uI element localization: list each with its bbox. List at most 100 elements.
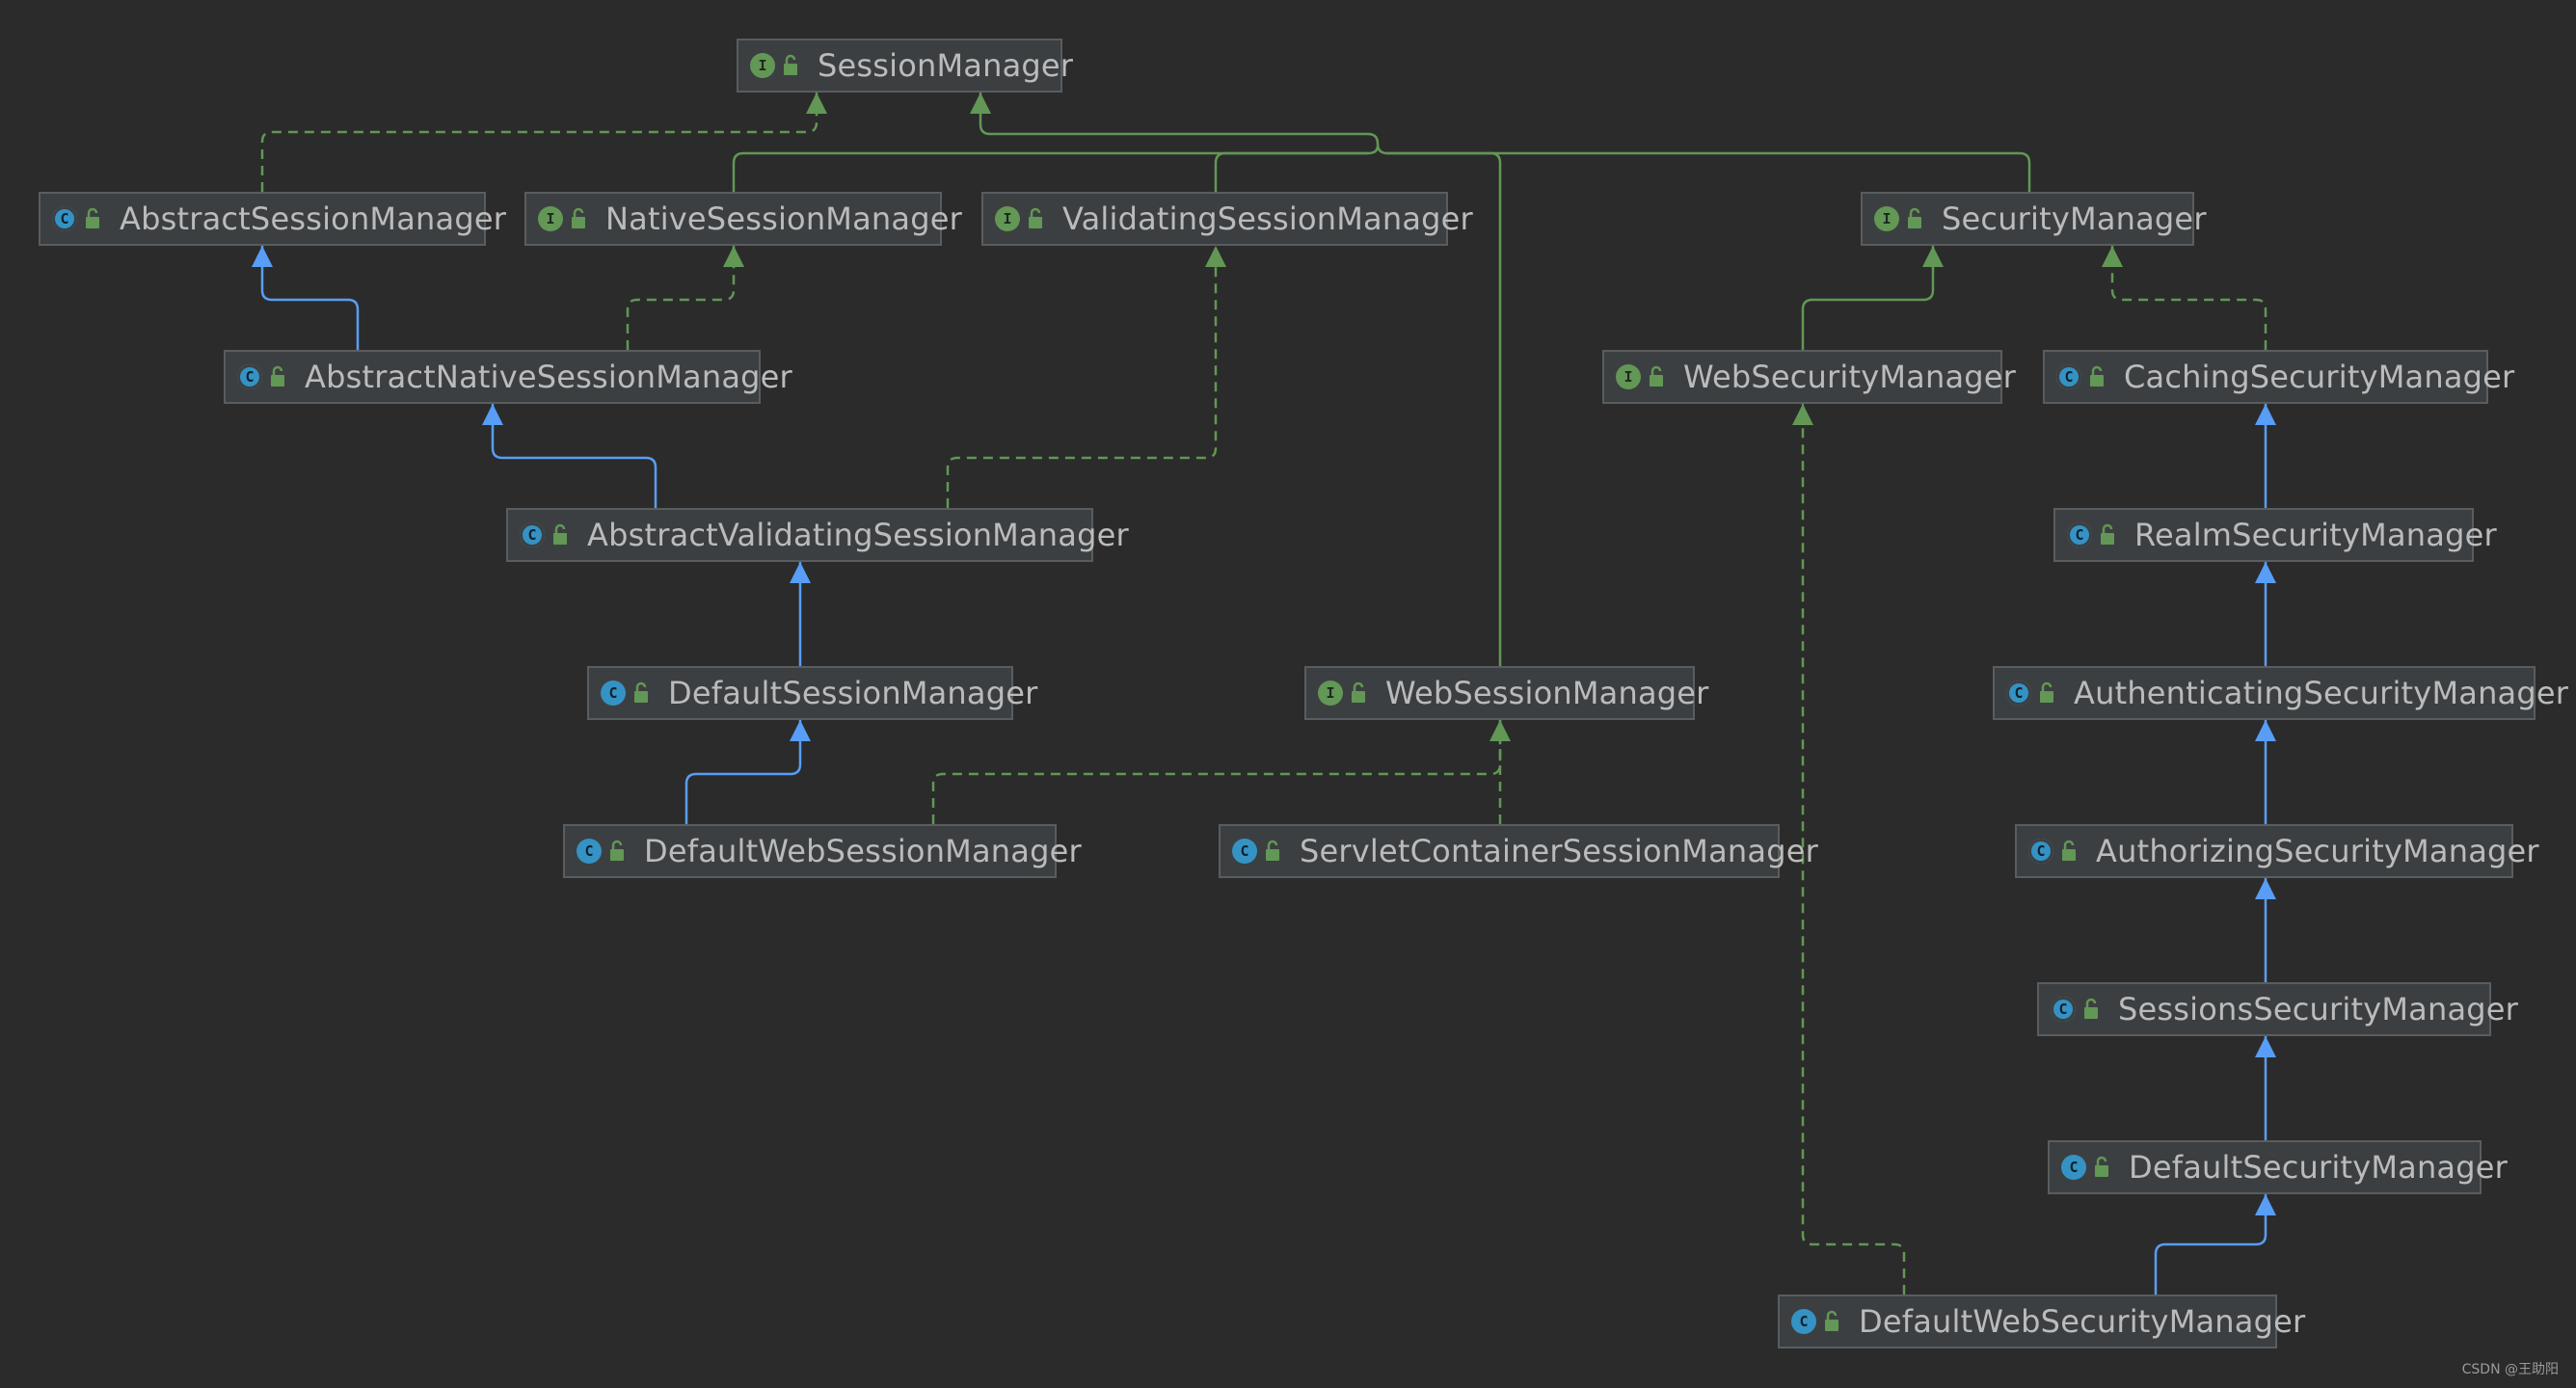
arrowhead-SessionManager-arrow-left [806,93,827,114]
node-label: SessionManager [818,47,1074,84]
public-lock-icon [550,522,570,547]
class-icon: C [577,839,602,864]
arrowhead-AbstractNativeSessionManager-arrow [482,404,503,425]
arrowhead-DefaultSecurityManager-arrow [2255,1194,2276,1215]
interface-icon: I [1318,681,1343,706]
node-label: AbstractNativeSessionManager [305,359,792,395]
public-lock-icon [1822,1309,1841,1334]
interface-icon: I [1874,206,1899,231]
public-lock-icon [1026,206,1045,231]
interface-icon: I [1616,364,1641,389]
node-label: RealmSecurityManager [2134,517,2497,553]
node-DefaultSecurityManager[interactable]: C DefaultSecurityManager [2048,1140,2508,1194]
node-label: ServletContainerSessionManager [1300,833,1818,869]
node-label: CachingSecurityManager [2124,359,2515,395]
abstract-class-icon: C [2051,997,2076,1022]
class-icon: C [1791,1309,1816,1334]
public-lock-icon [607,839,627,864]
edge-ValidatingSessionManager-to-SessionManager [1214,151,1368,192]
node-SecurityManager[interactable]: I SecurityManager [1861,192,2206,246]
edge-DefaultWebSecurityManager-to-DefaultSecurityManager [2154,1194,2267,1295]
node-label: DefaultSecurityManager [2129,1149,2508,1186]
abstract-class-icon: C [2056,364,2081,389]
edge-WebSecurityManager-to-SecurityManager [1801,246,1935,350]
public-lock-icon [781,53,800,78]
interface-icon: I [995,206,1020,231]
node-ServletContainerSessionManager[interactable]: C ServletContainerSessionManager [1219,824,1818,878]
node-label: DefaultWebSessionManager [644,833,1082,869]
edge-SecurityManager-to-SessionManager [979,93,2031,192]
public-lock-icon [2037,681,2056,706]
arrowhead-AbstractSessionManager-arrow [252,246,273,267]
public-lock-icon [1647,364,1666,389]
node-WebSecurityManager[interactable]: I WebSecurityManager [1602,350,2016,404]
node-label: AbstractSessionManager [120,200,507,237]
node-label: SecurityManager [1942,200,2207,237]
public-lock-icon [268,364,287,389]
public-lock-icon [1263,839,1282,864]
node-AuthenticatingSecurityManager[interactable]: C AuthenticatingSecurityManager [1993,666,2568,720]
arrowhead-AuthenticatingSecurityManager-arrow [2255,720,2276,741]
arrowhead-ValidatingSessionManager-arrow [1205,246,1226,267]
public-lock-icon [2098,522,2117,547]
edge-AbstractValidatingSessionManager-to-ValidatingSessionManager [946,246,1218,508]
class-icon: C [601,681,626,706]
arrowhead-WebSecurityManager-arrow [1792,404,1813,425]
arrowhead-SecurityManager-arrow-right [2102,246,2123,267]
node-label: ValidatingSessionManager [1062,200,1473,237]
node-RealmSecurityManager[interactable]: C RealmSecurityManager [2053,508,2497,562]
node-label: DefaultWebSecurityManager [1859,1303,2306,1340]
interface-icon: I [538,206,563,231]
node-CachingSecurityManager[interactable]: C CachingSecurityManager [2043,350,2514,404]
arrowhead-AuthorizingSecurityManager-arrow [2255,878,2276,899]
arrowhead-SecurityManager-arrow-left [1922,246,1944,267]
public-lock-icon [569,206,588,231]
node-SessionManager[interactable]: I SessionManager [737,39,1073,93]
arrowhead-SessionsSecurityManager-arrow [2255,1036,2276,1057]
abstract-class-icon: C [2006,681,2031,706]
node-WebSessionManager[interactable]: I WebSessionManager [1304,666,1708,720]
abstract-class-icon: C [2067,522,2092,547]
edge-DefaultWebSessionManager-to-DefaultSessionManager [684,720,802,824]
node-label: WebSecurityManager [1683,359,2017,395]
public-lock-icon [1349,681,1368,706]
node-AuthorizingSecurityManager[interactable]: C AuthorizingSecurityManager [2015,824,2539,878]
node-AbstractSessionManager[interactable]: C AbstractSessionManager [39,192,506,246]
node-DefaultSessionManager[interactable]: C DefaultSessionManager [587,666,1037,720]
node-label: NativeSessionManager [605,200,962,237]
public-lock-icon [2087,364,2106,389]
class-icon: C [2061,1155,2086,1180]
arrowhead-DefaultSessionManager-arrow [790,720,811,741]
node-ValidatingSessionManager[interactable]: I ValidatingSessionManager [981,192,1473,246]
public-lock-icon [2092,1155,2111,1180]
abstract-class-icon: C [2028,839,2053,864]
node-NativeSessionManager[interactable]: I NativeSessionManager [524,192,962,246]
watermark: CSDN @王助阳 [2461,1362,2559,1377]
edge-NativeSessionManager-to-SessionManager [732,145,1380,192]
node-SessionsSecurityManager[interactable]: C SessionsSecurityManager [2037,982,2518,1036]
public-lock-icon [2081,997,2101,1022]
public-lock-icon [631,681,651,706]
public-lock-icon [83,206,102,231]
abstract-class-icon: C [237,364,262,389]
edge-AbstractSessionManager-to-SessionManager [260,93,818,192]
node-label: AuthorizingSecurityManager [2096,833,2539,869]
arrowhead-SessionManager-arrow-right [970,93,991,114]
node-DefaultWebSessionManager[interactable]: C DefaultWebSessionManager [563,824,1082,878]
node-AbstractNativeSessionManager[interactable]: C AbstractNativeSessionManager [224,350,792,404]
node-AbstractValidatingSessionManager[interactable]: C AbstractValidatingSessionManager [506,508,1129,562]
edge-DefaultWebSessionManager-to-WebSessionManager [931,720,1502,824]
edge-AbstractValidatingSessionManager-to-AbstractNativeSessionManager [491,404,657,508]
node-label: AbstractValidatingSessionManager [587,517,1129,553]
edge-DefaultWebSecurityManager-to-WebSecurityManager [1801,404,1906,1295]
interface-icon: I [750,53,775,78]
arrowhead-NativeSessionManager-arrow [723,246,744,267]
node-DefaultWebSecurityManager[interactable]: C DefaultWebSecurityManager [1778,1295,2305,1348]
arrowhead-CachingSecurityManager-arrow [2255,404,2276,425]
node-label: WebSessionManager [1385,675,1709,711]
edge-AbstractNativeSessionManager-to-AbstractSessionManager [260,246,360,350]
arrowhead-RealmSecurityManager-arrow [2255,562,2276,583]
node-label: SessionsSecurityManager [2118,991,2519,1028]
